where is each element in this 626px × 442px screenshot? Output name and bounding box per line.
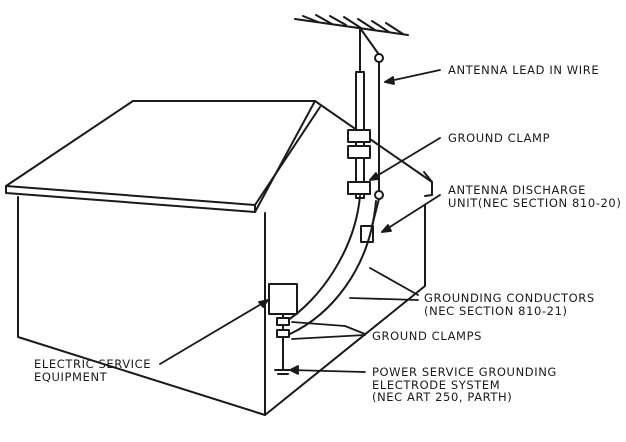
antenna-discharge-unit — [374, 190, 384, 200]
roof-eave — [5, 185, 256, 206]
roof-gutter — [423, 171, 433, 197]
ground-clamp-2 — [276, 329, 290, 338]
lead-in-connector — [374, 53, 384, 63]
ground-clamp-1 — [276, 317, 290, 326]
house-side-wall — [264, 204, 426, 416]
label-ground-clamps: GROUND CLAMPS — [372, 330, 482, 343]
label-text: GROUND CLAMP — [448, 131, 551, 145]
house — [5, 100, 433, 416]
electric-service — [268, 283, 298, 375]
label-line-2: (NEC SECTION 810-21) — [424, 303, 568, 318]
label-antenna-lead-in-wire: ANTENNA LEAD IN WIRE — [448, 64, 599, 77]
label-antenna-discharge-unit: ANTENNA DISCHARGE UNIT(NEC SECTION 810-2… — [448, 184, 621, 209]
label-line-1: ELECTRIC SERVICE — [34, 357, 152, 371]
grounding-conductors — [284, 195, 377, 335]
house-front-wall — [17, 196, 266, 416]
leader-lines — [159, 69, 441, 375]
label-ground-clamp: GROUND CLAMP — [448, 132, 550, 145]
label-line-2: EQUIPMENT — [34, 369, 108, 384]
label-line-1: GROUNDING CONDUCTORS — [424, 291, 595, 305]
label-electric-service-equipment: ELECTRIC SERVICE EQUIPMENT — [34, 358, 151, 383]
roof-side-edge — [254, 106, 321, 206]
antenna — [294, 14, 409, 243]
label-grounding-conductors: GROUNDING CONDUCTORS (NEC SECTION 810-21… — [424, 292, 595, 317]
label-line-1: POWER SERVICE GROUNDING — [372, 365, 557, 379]
roof-ridge-back — [314, 100, 433, 183]
label-line-2: ELECTRODE SYSTEM — [372, 377, 501, 392]
label-line-1: ANTENNA DISCHARGE — [448, 183, 586, 197]
label-text: ANTENNA LEAD IN WIRE — [448, 63, 600, 77]
mast-ground-clamp — [347, 129, 371, 143]
roof-front-plane — [5, 100, 316, 213]
label-line-2: UNIT(NEC SECTION 810-20) — [448, 195, 622, 210]
label-power-service-grounding: POWER SERVICE GROUNDING ELECTRODE SYSTEM… — [372, 366, 557, 404]
electric-service-box — [268, 283, 298, 315]
label-text: GROUND CLAMPS — [372, 329, 483, 343]
label-line-3: (NEC ART 250, PARTH) — [372, 390, 513, 404]
